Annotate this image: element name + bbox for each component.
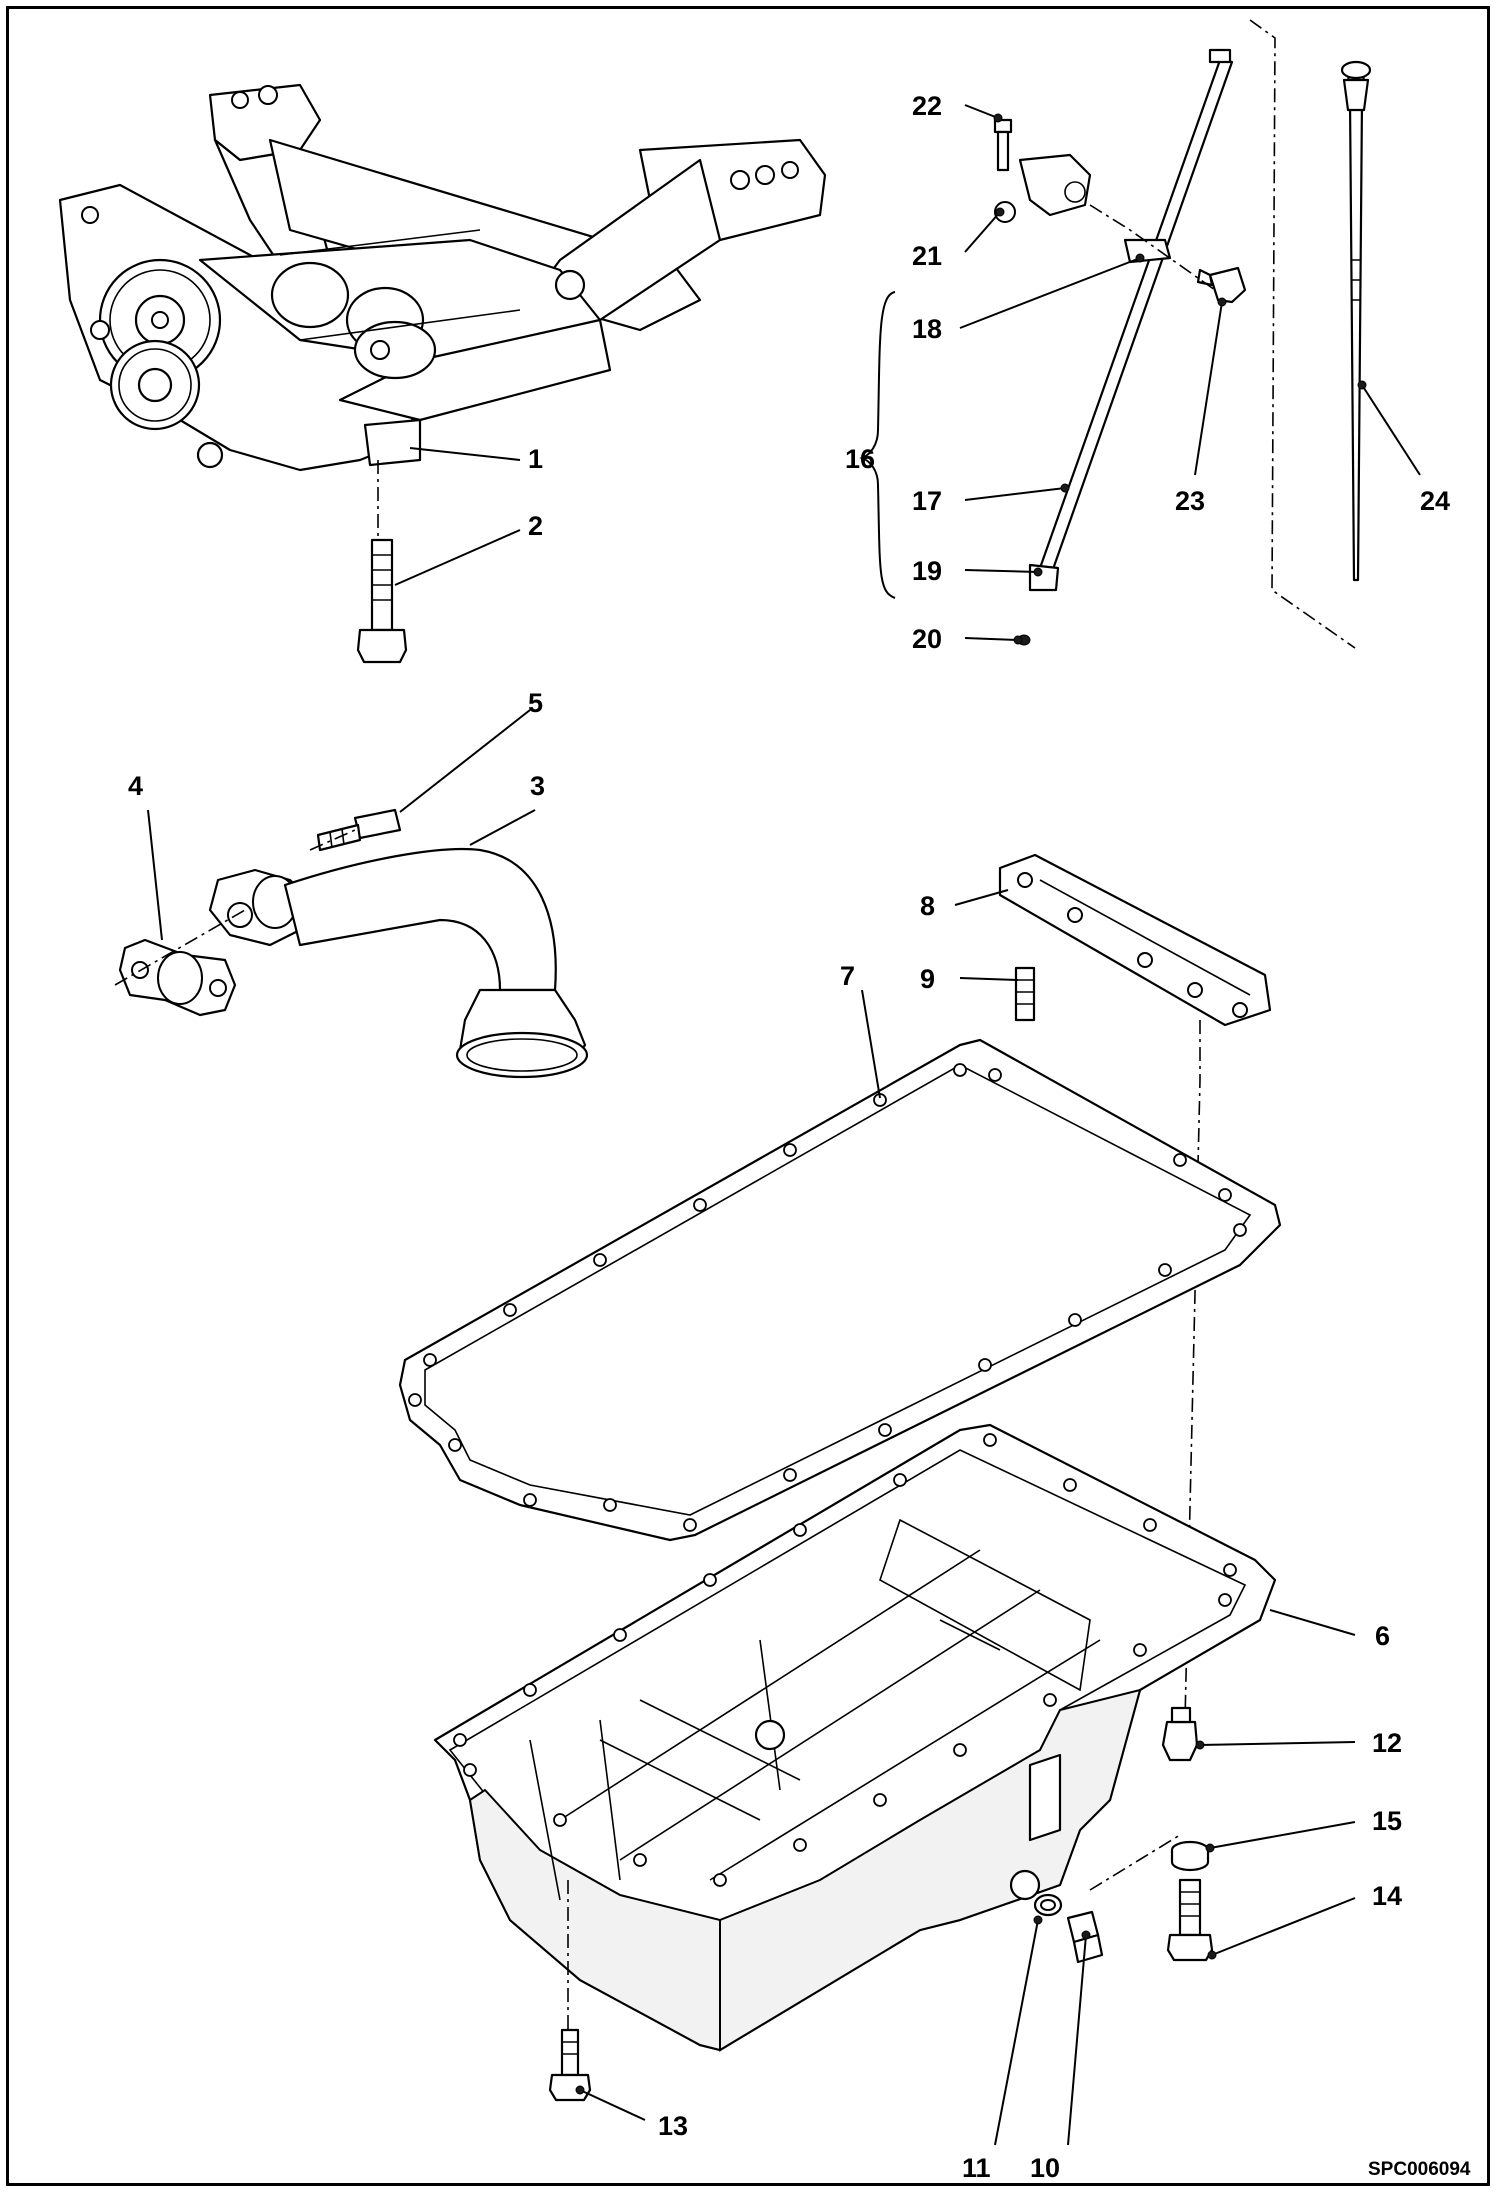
washer-part-15 — [1170, 1840, 1210, 1872]
assembly-axis-line — [1089, 204, 1216, 291]
callout-18: 18 — [912, 314, 942, 344]
callout-14: 14 — [1372, 1881, 1402, 1911]
callout-2: 2 — [528, 511, 543, 541]
plug-part-12 — [1161, 1706, 1199, 1762]
bolt-part-5 — [316, 808, 402, 852]
callout-10: 10 — [1030, 2153, 1060, 2183]
callout-labels: 1 2 3 4 5 6 7 8 9 10 11 12 13 14 15 16 1… — [128, 91, 1450, 2183]
drain-plug-part-10 — [1066, 1910, 1104, 1964]
leader-arrowheads — [575, 113, 1367, 2095]
dipstick-part-24 — [1340, 60, 1372, 582]
bolt-part-13 — [548, 2028, 592, 2102]
suction-pipe-part-3 — [208, 847, 589, 1079]
stiffener-bar-part-8 — [998, 853, 1272, 1027]
callout-12: 12 — [1372, 1728, 1402, 1758]
callout-17: 17 — [912, 486, 942, 516]
nut-part-19 — [1028, 563, 1060, 592]
callout-7: 7 — [840, 961, 855, 991]
seal-ring-part-11 — [1033, 1893, 1063, 1917]
callout-19: 19 — [912, 556, 942, 586]
assembly-axis-line — [1184, 1020, 1201, 1721]
callout-22: 22 — [912, 91, 942, 121]
callout-5: 5 — [528, 688, 543, 718]
bolt-part-23 — [1196, 266, 1247, 304]
assembly-axis-line — [1249, 19, 1356, 649]
oil-pan-part-6 — [433, 1423, 1277, 2052]
bracket-part-21 — [994, 153, 1092, 223]
callout-15: 15 — [1372, 1806, 1402, 1836]
callout-9: 9 — [920, 964, 935, 994]
gasket-part-4 — [118, 938, 237, 1017]
bolt-part-22 — [993, 118, 1013, 172]
bolt-part-2 — [356, 538, 408, 664]
callout-11: 11 — [962, 2153, 991, 2183]
bolt-part-9 — [1014, 966, 1036, 1022]
callout-1: 1 — [528, 444, 543, 474]
callout-6: 6 — [1375, 1621, 1390, 1651]
callout-24: 24 — [1420, 486, 1450, 516]
callout-21: 21 — [912, 241, 942, 271]
leader-lines — [147, 104, 1421, 2146]
callout-20: 20 — [912, 624, 942, 654]
oil-pump-assembly — [58, 83, 827, 472]
callout-13: 13 — [658, 2111, 688, 2141]
oil-pan-gasket-part-7 — [398, 1038, 1282, 1542]
callout-4: 4 — [128, 771, 143, 801]
bolt-part-14 — [1166, 1878, 1214, 1962]
assembly-axis-line — [1089, 1834, 1181, 1891]
assembly-axis-line — [114, 829, 356, 986]
callout-8: 8 — [920, 891, 935, 921]
callout-3: 3 — [530, 771, 545, 801]
callout-16: 16 — [845, 444, 875, 474]
callout-23: 23 — [1175, 486, 1205, 516]
drawing-code: SPC006094 — [1368, 2159, 1471, 2180]
